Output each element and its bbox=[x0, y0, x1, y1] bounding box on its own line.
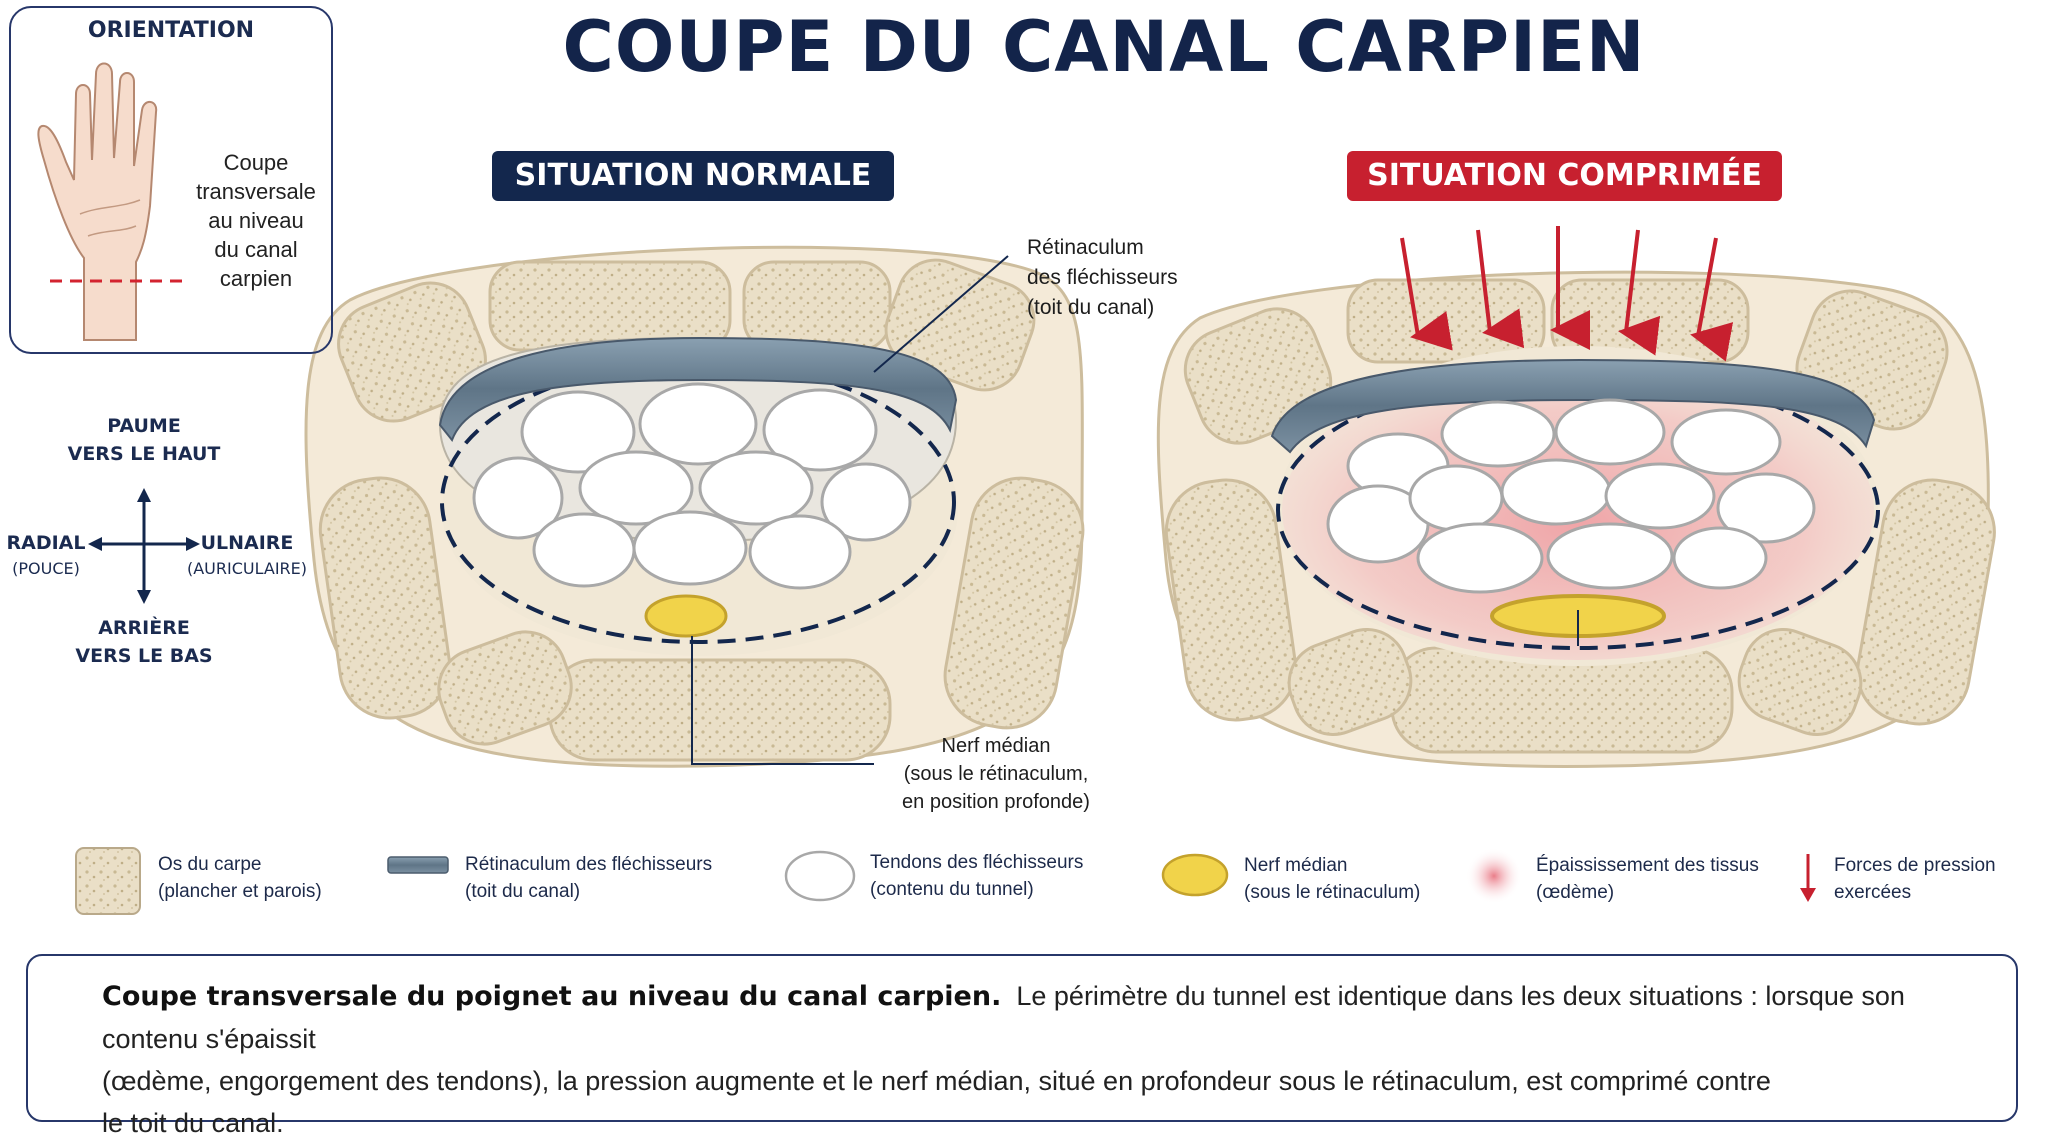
normal-cross-section bbox=[304, 245, 1085, 768]
retinaculum-band bbox=[1270, 358, 1876, 454]
tendon-group bbox=[472, 382, 912, 590]
direction-line: (POUCE) bbox=[12, 559, 80, 578]
carpal-bone bbox=[1164, 278, 1996, 754]
direction-line: PAUME bbox=[107, 415, 181, 437]
legend-line: (œdème) bbox=[1536, 882, 1615, 903]
caption-line: Coupe bbox=[223, 150, 289, 175]
annotation-line: Nerf médian bbox=[941, 735, 1051, 757]
legend-line: Épaississement des tissus bbox=[1536, 855, 1759, 876]
annotation-line: (toit du canal) bbox=[1027, 296, 1155, 319]
legend-line: Forces de pression bbox=[1834, 855, 1996, 876]
direction-line: VERS LE HAUT bbox=[67, 443, 221, 465]
page-title: COUPE DU CANAL CARPIEN bbox=[562, 6, 1646, 88]
caption-panel bbox=[26, 954, 2018, 1122]
bone-icon bbox=[75, 847, 141, 915]
direction-line: ARRIÈRE bbox=[98, 617, 190, 639]
direction-line: ULNAIRE bbox=[200, 532, 294, 554]
annotation-line: Rétinaculum bbox=[1027, 236, 1144, 259]
legend-item-bone: Os du carpe (plancher et parois) bbox=[158, 851, 388, 905]
retinaculum-leader bbox=[873, 255, 1009, 373]
direction-up-label: PAUME VERS LE HAUT bbox=[44, 412, 244, 468]
pressure-arrows bbox=[1400, 226, 1734, 362]
tendon-group bbox=[1326, 398, 1816, 594]
retinaculum-icon bbox=[387, 856, 449, 874]
caption-line-2: (œdème, engorgement des tendons), la pre… bbox=[102, 1066, 1771, 1096]
legend-item-pressure: Forces de pression exercées bbox=[1834, 852, 2034, 906]
legend-line: exercées bbox=[1834, 882, 1912, 903]
legend-line: Nerf médian bbox=[1244, 855, 1348, 876]
nerve-annotation: Nerf médian (sous le rétinaculum, en pos… bbox=[880, 732, 1112, 816]
legend-line: (plancher et parois) bbox=[158, 881, 322, 902]
caption-line: transversale bbox=[196, 179, 316, 204]
caption-line: du canal bbox=[214, 237, 298, 262]
caption-part: Le périmètre du tunnel est identique dan… bbox=[102, 981, 1905, 1054]
caption-text: Coupe transversale du poignet au niveau … bbox=[102, 975, 2002, 1144]
orientation-caption: Coupe transversale au niveau du canal ca… bbox=[188, 148, 324, 293]
nerve-icon bbox=[1161, 853, 1229, 897]
annotation-line: des fléchisseurs bbox=[1027, 266, 1178, 289]
median-nerve bbox=[644, 594, 728, 638]
normal-situation-label: SITUATION NORMALE bbox=[492, 151, 894, 201]
legend-item-tendon: Tendons des fléchisseurs (contenu du tun… bbox=[870, 849, 1130, 903]
arrow-down-icon bbox=[1800, 854, 1816, 902]
direction-line: (AURICULAIRE) bbox=[186, 559, 308, 578]
direction-down-label: ARRIÈRE VERS LE BAS bbox=[44, 614, 244, 670]
retinaculum-annotation: Rétinaculum des fléchisseurs (toit du ca… bbox=[1027, 233, 1257, 323]
annotation-line: (sous le rétinaculum, bbox=[903, 763, 1089, 785]
direction-line: VERS LE BAS bbox=[75, 645, 213, 667]
carpal-bone bbox=[318, 258, 1085, 762]
hand-icon bbox=[37, 62, 158, 341]
legend-line: (toit du canal) bbox=[465, 881, 581, 902]
caption-line: au niveau bbox=[208, 208, 304, 233]
caption-line-3: le toit du canal. bbox=[102, 1108, 284, 1138]
caption-line-1: Coupe transversale du poignet au niveau … bbox=[102, 975, 2002, 1060]
orientation-heading: ORIENTATION bbox=[87, 18, 255, 43]
direction-left-label: RADIAL (POUCE) bbox=[2, 530, 90, 582]
retinaculum-band bbox=[438, 336, 958, 442]
legend-item-retinaculum: Rétinaculum des fléchisseurs (toit du ca… bbox=[465, 851, 765, 905]
legend-line: (contenu du tunnel) bbox=[870, 879, 1034, 900]
nerve-leader bbox=[691, 636, 874, 765]
compressed-situation-label: SITUATION COMPRIMÉE bbox=[1347, 151, 1782, 201]
tendon-icon bbox=[784, 850, 856, 902]
direction-right-label: ULNAIRE (AURICULAIRE) bbox=[182, 530, 312, 582]
annotation-line: en position profonde) bbox=[902, 791, 1090, 813]
legend-item-edema: Épaississement des tissus (œdème) bbox=[1536, 852, 1796, 906]
legend-line: (sous le rétinaculum) bbox=[1244, 882, 1421, 903]
orientation-panel bbox=[9, 6, 333, 354]
legend-line: Rétinaculum des fléchisseurs bbox=[465, 854, 713, 875]
compressed-cross-section bbox=[1156, 270, 1996, 768]
legend-line: Os du carpe bbox=[158, 854, 262, 875]
caption-line: carpien bbox=[219, 266, 293, 291]
legend-item-nerve: Nerf médian (sous le rétinaculum) bbox=[1244, 852, 1484, 906]
direction-line: RADIAL bbox=[6, 532, 86, 554]
legend-line: Tendons des fléchisseurs bbox=[870, 852, 1084, 873]
caption-bold: Coupe transversale du poignet au niveau … bbox=[102, 981, 1002, 1012]
compass-icon bbox=[88, 488, 200, 604]
edema-icon bbox=[1466, 848, 1522, 904]
